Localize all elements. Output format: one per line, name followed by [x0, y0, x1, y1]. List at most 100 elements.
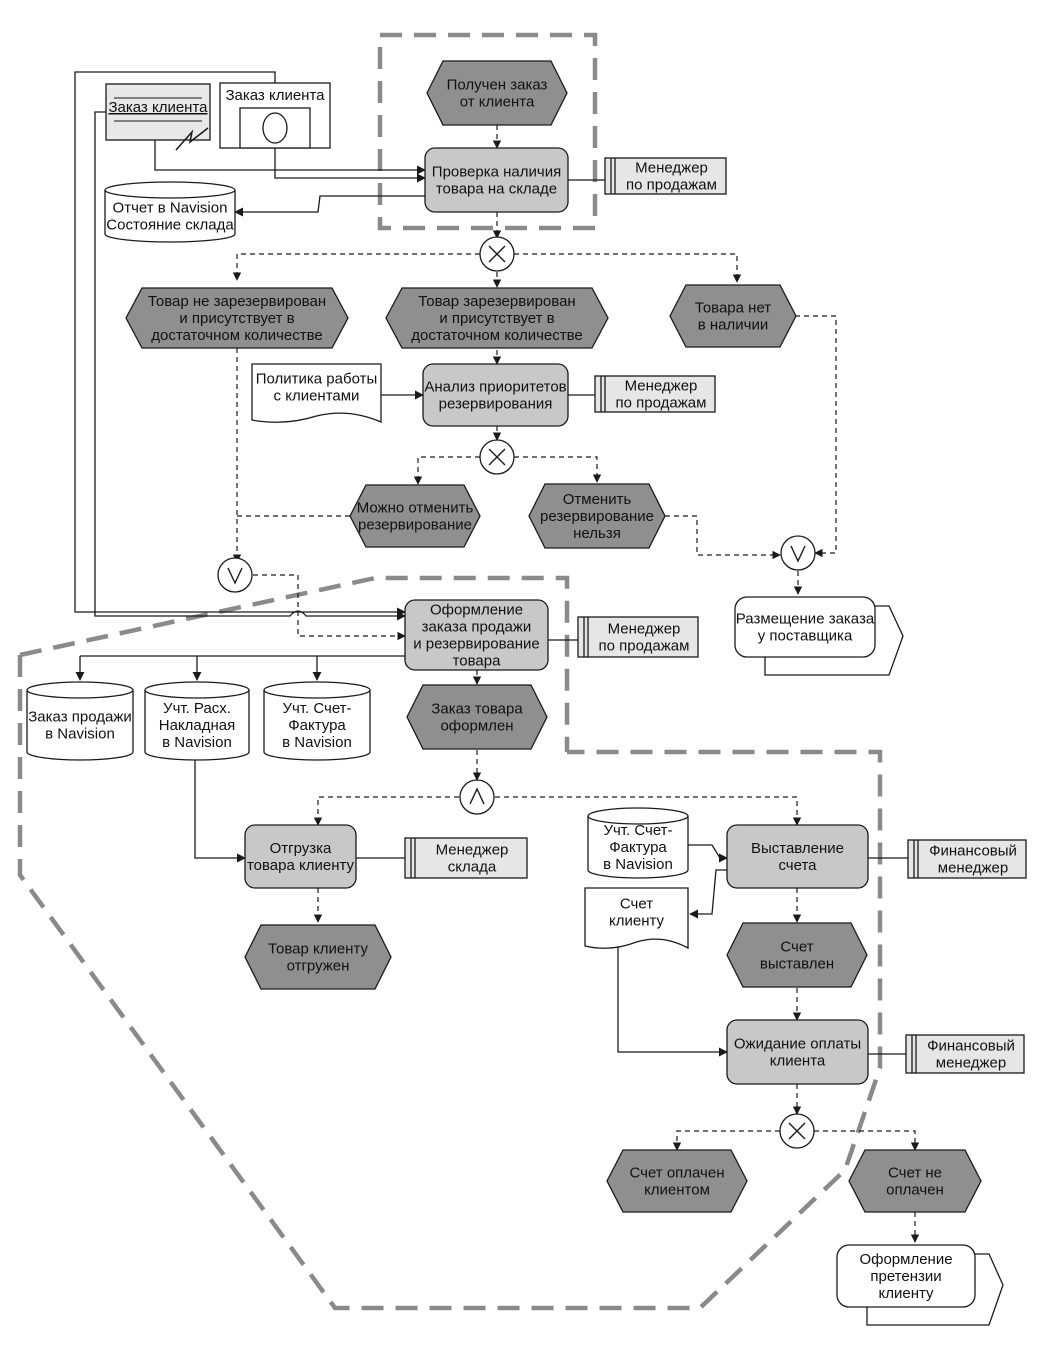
- shape-label-line: клиентом: [644, 1182, 710, 1199]
- shape-label-line: в Navision: [282, 734, 352, 751]
- shape-label-line: в наличии: [698, 317, 768, 334]
- shape-label-line: Товар не зарезервирован: [148, 293, 326, 310]
- shape-label-line: Заказ товара: [431, 701, 523, 718]
- shape-label-line: товара: [453, 653, 502, 670]
- shape-label-line: Менеджер: [625, 378, 698, 395]
- database-cylinder: [104, 190, 236, 243]
- shape-label-line: и присутствует в: [439, 310, 554, 327]
- shape-label-line: Накладная: [159, 717, 236, 734]
- function-box: [404, 599, 549, 671]
- connections: [74, 71, 920, 1243]
- shape-label-line: Политика работы: [256, 371, 378, 388]
- shape-label-line: Товара нет: [695, 300, 771, 317]
- shape-label-line: Получен заказ: [447, 77, 548, 94]
- shape-label-line: Счет оплачен: [629, 1165, 724, 1182]
- event-hexagon: [125, 287, 349, 349]
- shape-label-line: Менеджер: [635, 160, 708, 177]
- shape-label-line: Заказ продажи: [28, 709, 132, 726]
- event-hexagon: [385, 287, 609, 349]
- function-box: [424, 147, 569, 213]
- shape-label-line: товара клиенту: [247, 857, 355, 874]
- function-box: [726, 824, 869, 889]
- shape-label-line: счета: [778, 857, 817, 874]
- shape-label-line: Учт. Счет-: [603, 822, 672, 839]
- event-hexagon: [244, 924, 392, 990]
- connector-x3: [779, 1113, 815, 1149]
- shape-label-line: Ожидание оплаты: [734, 1036, 861, 1053]
- role-box: [594, 375, 716, 413]
- shape-label-line: оформлен: [440, 718, 513, 735]
- database-cylinder: [263, 690, 371, 761]
- shape-label-line: резервирование: [540, 508, 654, 525]
- shape-label-line: Отчет в Navision: [113, 200, 228, 217]
- xor-icon: [488, 245, 506, 263]
- shape-label-line: Анализ приоритетов: [424, 379, 566, 396]
- connector-and1: [459, 779, 495, 815]
- shape-label-line: Финансовый: [927, 1038, 1015, 1055]
- role-box: [404, 837, 528, 879]
- shape-label-line: клиента: [770, 1053, 826, 1070]
- connector-circle: [459, 779, 495, 815]
- shape-label-line: Товар зарезервирован: [418, 293, 575, 310]
- doc-order-label: Заказ клиента: [108, 99, 208, 116]
- connector-circle: [217, 557, 253, 593]
- event-hexagon: [669, 284, 797, 348]
- shape-label-line: Учт. Расх.: [163, 700, 231, 717]
- document-shape: [251, 363, 382, 423]
- event-hexagon: [406, 684, 548, 750]
- shape-label-line: и присутствует в: [179, 310, 294, 327]
- role-box: [604, 157, 727, 195]
- database-cylinder: [144, 690, 250, 761]
- shape-label-line: достаточном количестве: [411, 327, 583, 344]
- event-hexagon: [848, 1149, 982, 1213]
- shape-label-line: Оформление: [859, 1251, 952, 1268]
- shape-label-line: в Navision: [162, 734, 232, 751]
- shape-label-line: в Navision: [603, 856, 673, 873]
- shape-label-line: менеджер: [936, 1055, 1006, 1072]
- event-hexagon: [349, 484, 481, 548]
- shape-label-line: Учт. Счет-: [282, 700, 351, 717]
- shape-label-line: в Navision: [45, 726, 115, 743]
- shape-label-line: Отгрузка: [270, 840, 332, 857]
- shape-label-line: Менеджер: [436, 842, 509, 859]
- and-icon: [469, 787, 485, 805]
- shape-label-line: у поставщика: [758, 628, 853, 645]
- doc-order2-label: Заказ клиента: [225, 87, 325, 104]
- role-box: [907, 839, 1027, 879]
- shape-label-line: от клиента: [460, 94, 535, 111]
- shape-label-line: претензии: [870, 1268, 941, 1285]
- xor-icon: [788, 1122, 806, 1140]
- shape-label-line: выставлен: [760, 956, 834, 973]
- shape-label-line: резервирование: [358, 517, 472, 534]
- function-box: [422, 363, 569, 427]
- or-icon: [227, 567, 243, 585]
- connector-x1: [479, 236, 515, 272]
- connector-or2: [780, 535, 816, 571]
- shape-label-line: клиенту: [609, 913, 665, 930]
- shape-label-line: Можно отменить: [357, 500, 474, 517]
- shape-label-line: менеджер: [938, 860, 1008, 877]
- process-box: [836, 1244, 976, 1308]
